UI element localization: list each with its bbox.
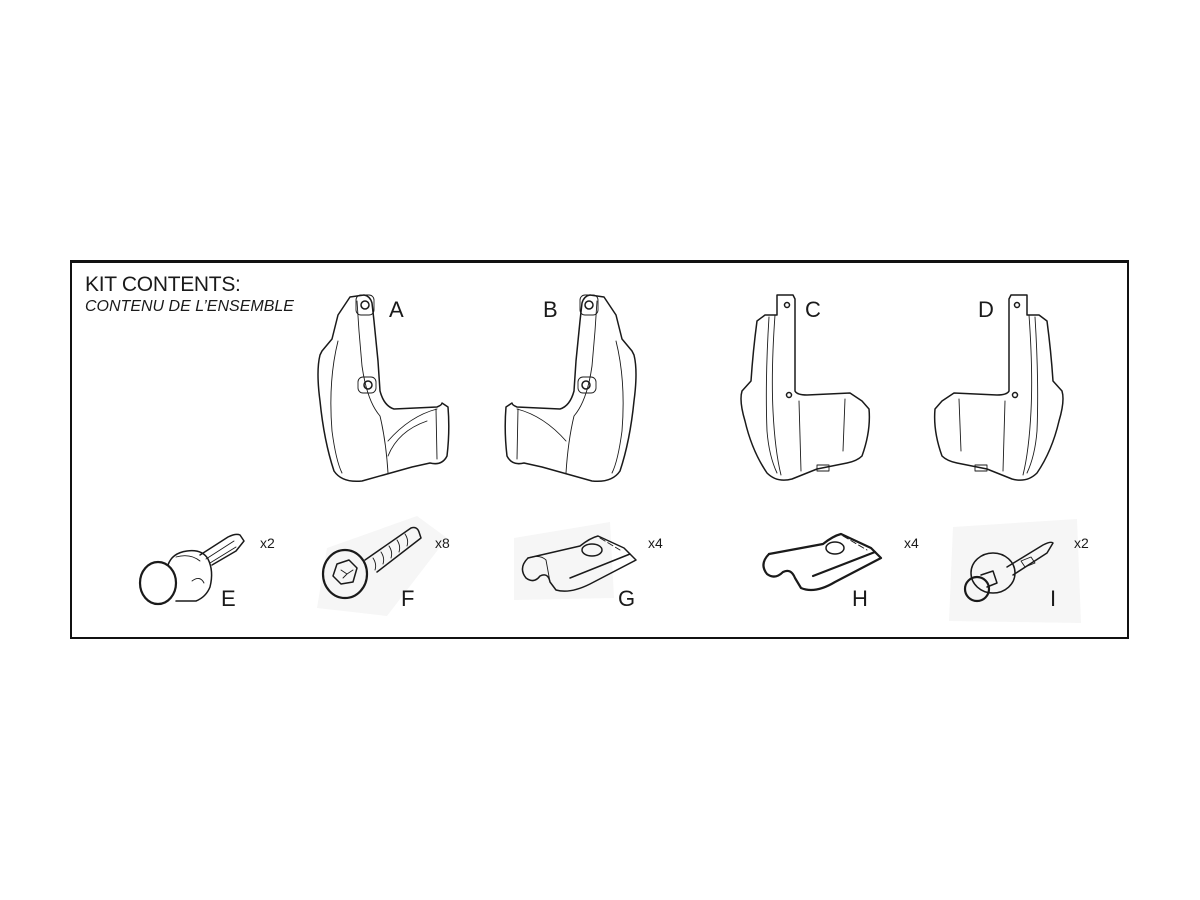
kit-contents-title: KIT CONTENTS: [85, 273, 241, 296]
part-h-label: H [852, 586, 868, 611]
part-d-label: D [978, 297, 994, 322]
part-c [737, 291, 877, 486]
part-h-quantity: x4 [904, 535, 919, 551]
part-a-label: A [389, 297, 404, 322]
mud-flap-front-left-icon [317, 294, 450, 483]
push-clip-icon [138, 533, 245, 606]
part-c-label: C [805, 297, 821, 322]
part-g-label: G [618, 586, 636, 611]
mud-flap-front-right-icon [504, 294, 637, 483]
screw-icon [317, 516, 447, 616]
part-b-label: B [543, 297, 558, 322]
part-f-quantity: x8 [435, 535, 450, 551]
part-i-label: I [1050, 586, 1057, 611]
part-g-quantity: x4 [648, 535, 663, 551]
kit-contents-panel: KIT CONTENTS: CONTENU DE L’ENSEMBLE A [70, 260, 1129, 639]
mud-flap-rear-right-icon [933, 294, 1064, 481]
part-a [312, 291, 462, 486]
part-e-quantity: x2 [260, 535, 275, 551]
u-nut-clip-icon [762, 532, 883, 592]
part-e [132, 513, 262, 613]
part-f [307, 508, 457, 618]
part-h [755, 518, 895, 608]
kit-contents-subtitle: CONTENU DE L’ENSEMBLE [85, 298, 294, 315]
u-nut-clip-icon [514, 522, 637, 600]
part-i [947, 513, 1097, 628]
part-i-quantity: x2 [1074, 535, 1089, 551]
part-d [927, 291, 1067, 486]
part-b [492, 291, 642, 486]
push-rivet-icon [949, 519, 1081, 623]
part-g [510, 518, 650, 608]
part-e-label: E [221, 586, 236, 611]
part-f-label: F [401, 586, 415, 611]
mud-flap-rear-left-icon [740, 294, 871, 481]
